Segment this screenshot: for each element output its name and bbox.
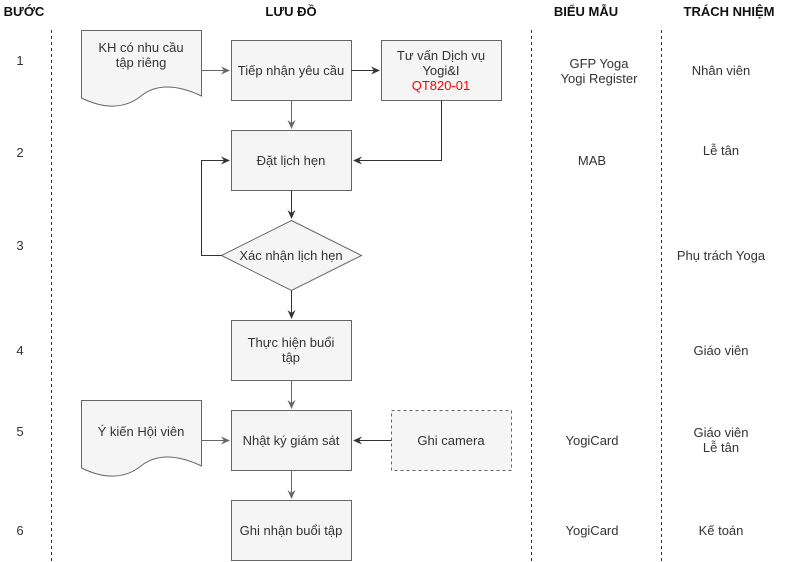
node-kh-request-label: KH có nhu cầu tập riêng (81, 36, 201, 74)
responsibility-step4: Giáo viên (693, 343, 749, 358)
responsibility-step1: Nhân viên (691, 63, 751, 78)
edge-confirm-back-to-schedule (201, 156, 230, 256)
node-feedback-shape[interactable] (81, 400, 202, 477)
responsibility-step6: Kế toán (698, 523, 744, 538)
node-camera-shape[interactable] (391, 410, 512, 471)
node-record-shape[interactable] (231, 500, 352, 561)
node-perform-line1: Thực hiện buổi (247, 335, 335, 350)
node-consult-shape[interactable] (381, 40, 502, 101)
responsibility-step5: Giáo viên Lễ tân (670, 425, 772, 455)
header-flow: LƯU ĐỒ (265, 4, 317, 19)
header-form: BIỂU MẪU (553, 4, 619, 19)
step-number: 3 (16, 238, 24, 253)
node-schedule-shape[interactable] (231, 130, 352, 191)
header-step: BƯỚC (3, 4, 45, 19)
node-perform-label: Thực hiện buổi tập (231, 320, 351, 380)
node-perform-shape[interactable] (231, 320, 352, 381)
responsibility-step2: Lễ tân (702, 143, 740, 158)
node-consult-line2: Yogi&I (422, 62, 460, 78)
node-confirm-label: Xác nhận lịch hẹn (239, 247, 343, 263)
step-number: 1 (16, 53, 24, 68)
form-step6: YogiCard (565, 523, 619, 538)
node-receive-shape[interactable] (231, 40, 352, 101)
step-number: 5 (16, 424, 24, 439)
form-step1: GFP Yoga Yogi Register (540, 56, 658, 86)
node-kh-request-line2: tập riêng (115, 55, 167, 70)
node-record-label: Ghi nhận buổi tập (239, 522, 343, 538)
node-receive-label: Tiếp nhận yêu cầu (237, 62, 345, 78)
node-camera-label: Ghi camera (417, 432, 485, 448)
step-number: 6 (16, 523, 24, 538)
form-step1-line2: Yogi Register (560, 71, 638, 86)
node-log-label: Nhật ký giám sát (242, 432, 340, 448)
node-kh-request-line1: KH có nhu cầu (98, 40, 184, 55)
responsibility-step5-line1: Giáo viên (693, 425, 749, 440)
form-step1-line1: GFP Yoga (569, 56, 629, 71)
step-number: 2 (16, 145, 24, 160)
form-step5: YogiCard (565, 433, 619, 448)
node-feedback-label: Ý kiến Hội viên (97, 423, 185, 439)
node-kh-request-shape[interactable] (81, 30, 202, 107)
step-number: 4 (16, 343, 24, 358)
header-responsibility: TRÁCH NHIỆM (683, 4, 775, 19)
form-step2: MAB (577, 153, 607, 168)
responsibility-step3: Phụ trách Yoga (676, 248, 766, 263)
node-schedule-label: Đặt lịch hẹn (256, 152, 326, 168)
responsibility-step5-line2: Lễ tân (702, 440, 740, 455)
node-consult-line1: Tư vấn Dịch vụ (396, 47, 486, 63)
node-consult-code: QT820-01 (411, 77, 471, 93)
node-perform-line2: tập (281, 350, 301, 365)
edge-consult-to-schedule (353, 100, 442, 165)
node-consult-label: Tư vấn Dịch vụ Yogi&I QT820-01 (381, 40, 501, 100)
